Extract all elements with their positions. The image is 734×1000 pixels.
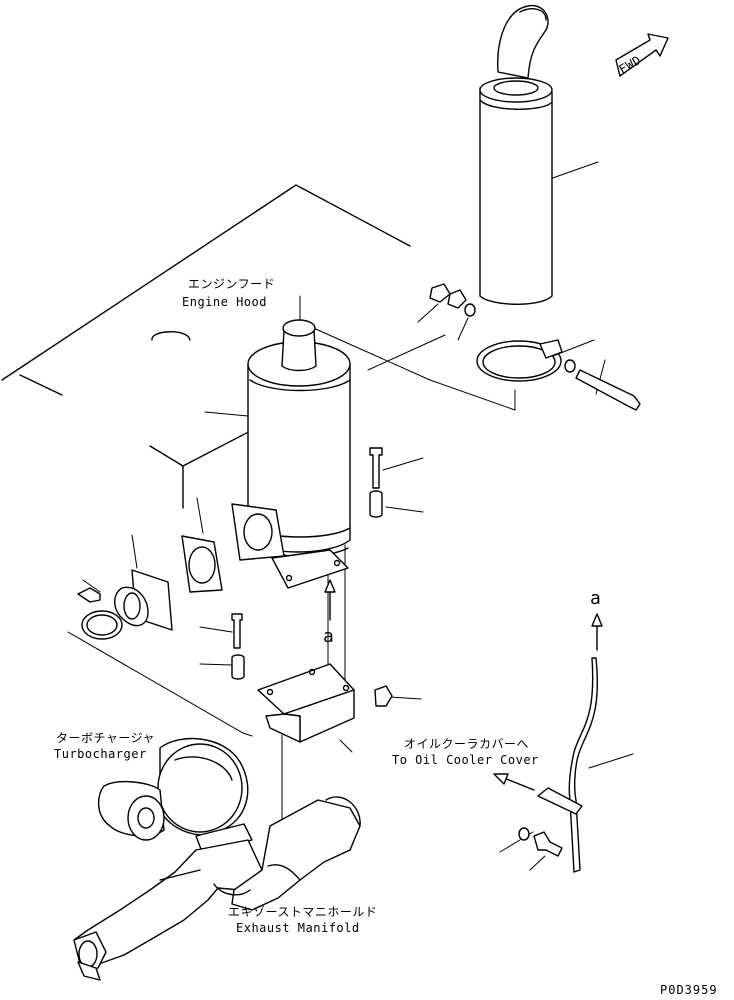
fwd-arrow: FWD (616, 34, 668, 77)
muffler-bracket (258, 664, 354, 742)
engine-hood-label-jp: エンジンフード (188, 277, 275, 291)
tail-pipe (480, 6, 552, 305)
reference-a-label-top: a (590, 588, 601, 609)
exhaust-manifold-label-jp: エキゾーストマニホールド (228, 905, 377, 919)
part-labels: エンジンフード Engine Hood ターボチャージャ Turbocharge… (54, 277, 718, 997)
exhaust-manifold-label-en: Exhaust Manifold (236, 921, 360, 935)
clamp-hardware (430, 284, 640, 410)
gaskets (78, 536, 222, 639)
muffler (232, 320, 350, 588)
muffler-bolts (232, 448, 392, 706)
turbocharger (99, 739, 252, 852)
turbocharger-label-en: Turbocharger (54, 747, 147, 761)
reference-arrows (325, 580, 602, 790)
drawing-code: P0D3959 (660, 983, 718, 997)
reference-a-label: a (323, 626, 334, 647)
oil-cooler-tube (519, 658, 597, 872)
exhaust-manifold (74, 797, 360, 980)
engine-hood-label-en: Engine Hood (182, 295, 267, 309)
turbocharger-label-jp: ターボチャージャ (56, 731, 155, 745)
oil-cooler-label-jp: オイルクーラカバーへ (404, 737, 529, 751)
clamp-ring (477, 340, 562, 381)
oil-cooler-label-en: To Oil Cooler Cover (392, 753, 539, 767)
